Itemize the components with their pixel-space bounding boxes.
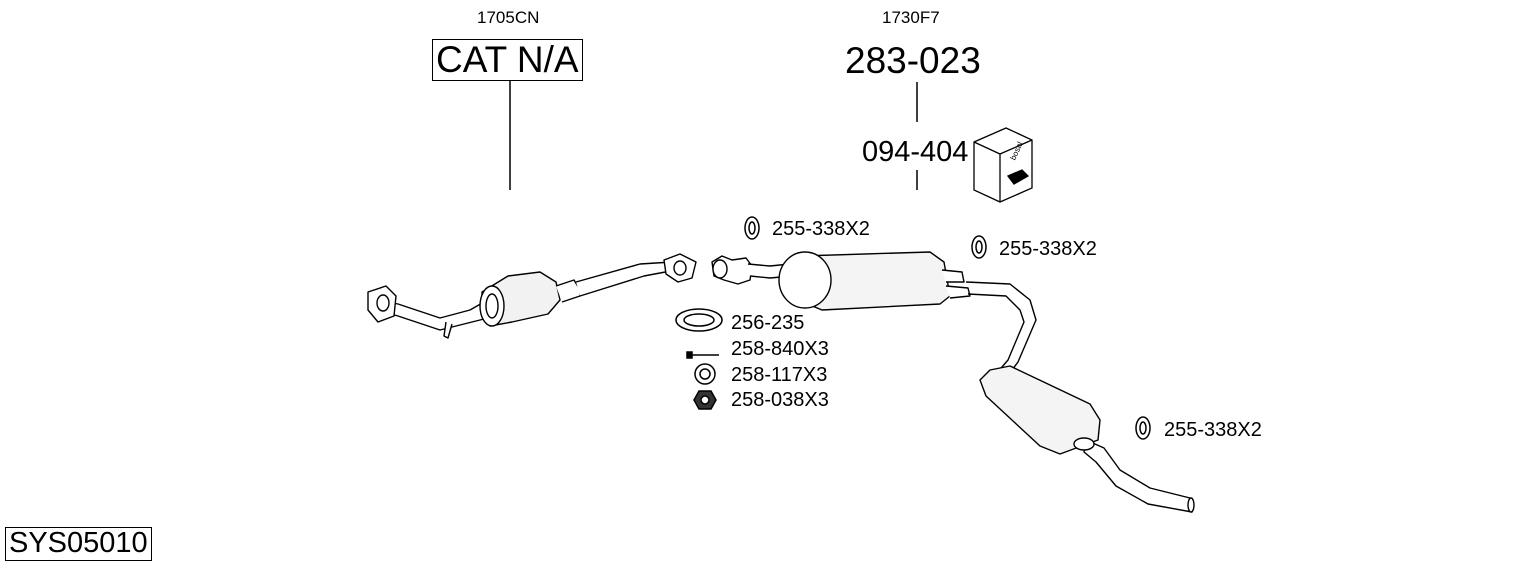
accessory-label: 258-038X3 [731,389,829,411]
gasket-ring-icon [744,216,760,240]
accessory-label: 255-338X2 [772,218,870,240]
rear-muffler-tailpipe [965,281,1195,513]
gasket-ring-icon [1135,416,1151,440]
accessory-label: 258-117X3 [731,364,828,386]
cat-assembly-code: 1705CN [477,8,540,27]
accessory-label: 255-338X2 [999,238,1097,260]
cat-part-number: CAT N/A [432,39,583,81]
muffler-part-number: 283-023 [845,40,981,81]
system-code: SYS05010 [5,527,152,561]
accessory-label: 256-235 [731,312,805,334]
accessory-label: 255-338X2 [1164,419,1262,441]
bosal-box-icon: bosal [973,127,1033,203]
box-part-number: 094-404 [862,136,969,168]
front-muffler [711,251,971,311]
gasket-ring-icon [971,235,987,259]
nut-icon [693,390,717,410]
accessory-label: 258-840X3 [731,338,829,360]
muffler-assembly-code: 1730F7 [882,8,940,27]
bolt-icon [686,351,719,359]
washer-icon [694,363,716,385]
flange-gasket-icon [675,308,723,332]
front-pipe-catalyst [367,253,697,339]
